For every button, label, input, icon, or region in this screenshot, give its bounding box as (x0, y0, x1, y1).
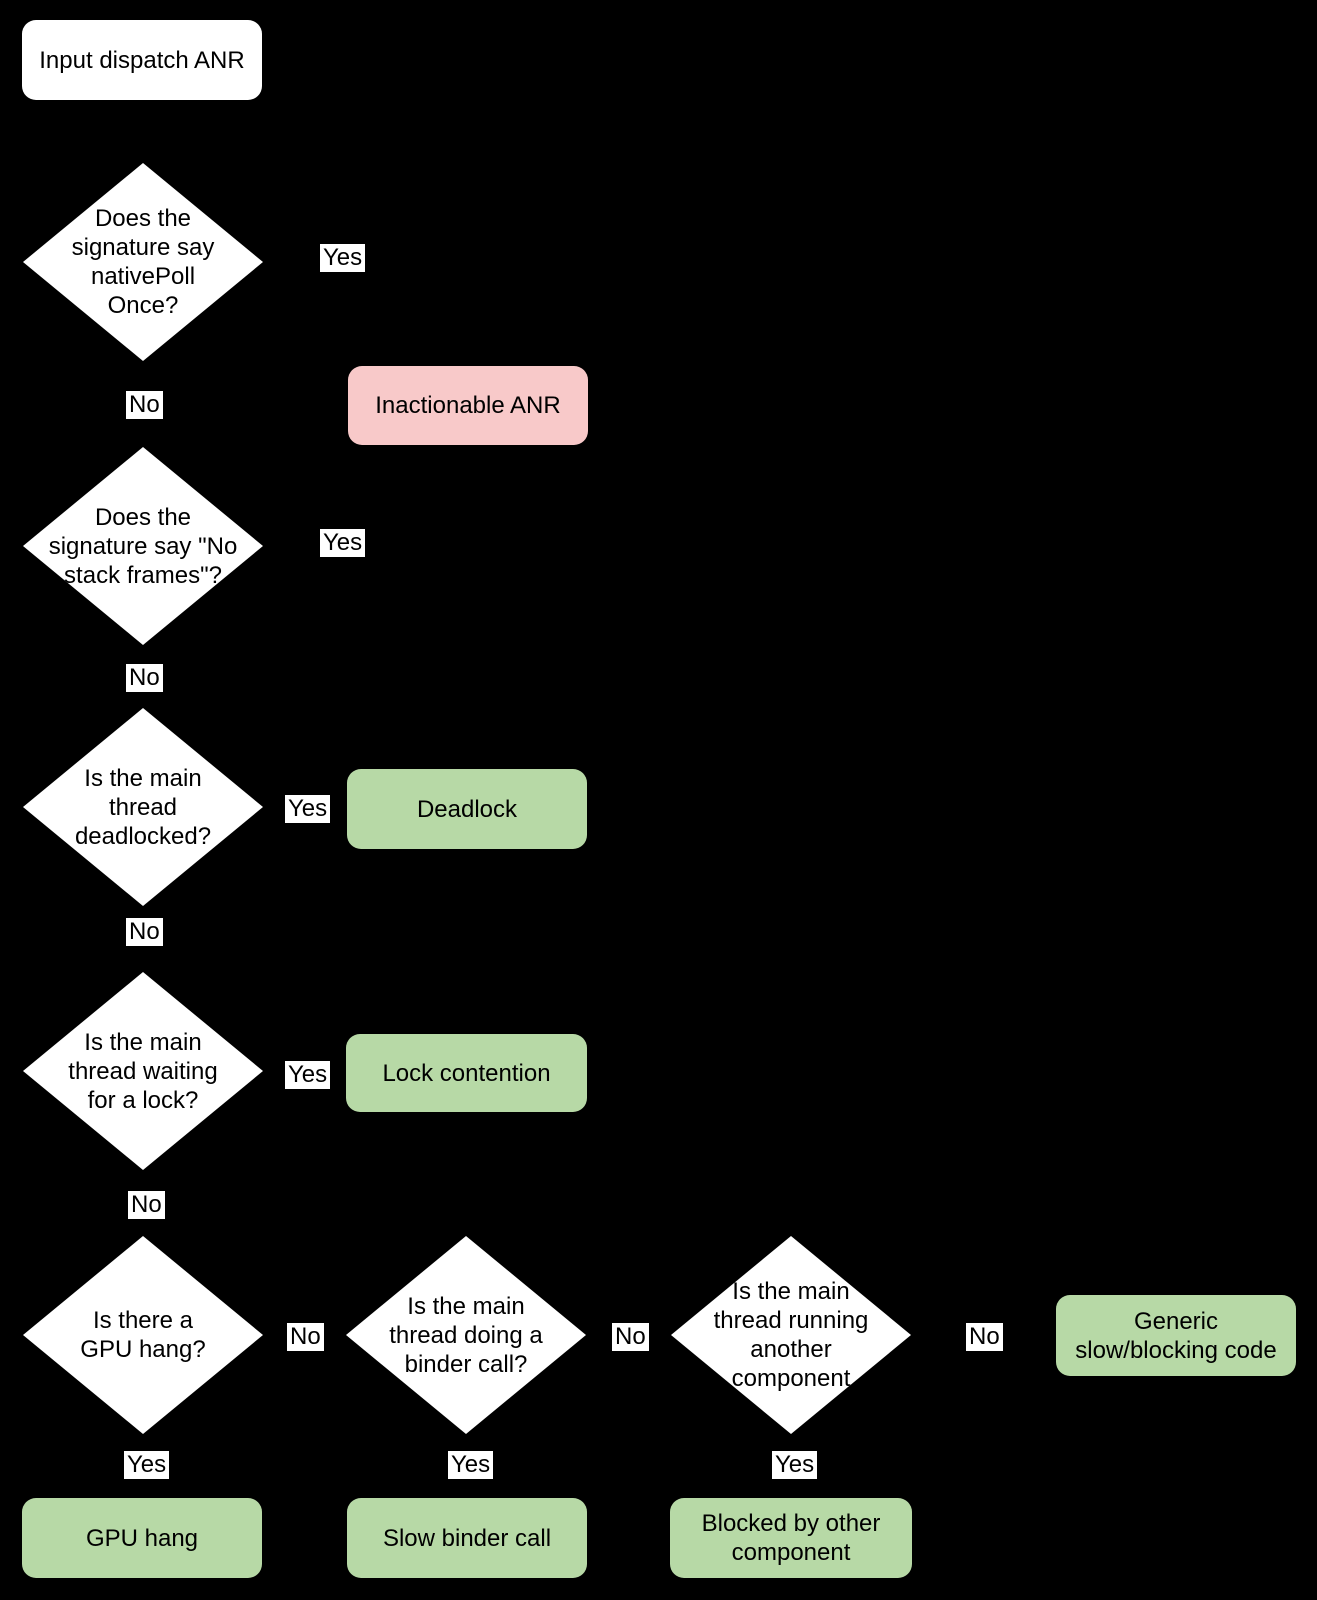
edge-label-yes-another-component: Yes (772, 1451, 818, 1479)
decision-signature-no-stack-frames: Does the signature say "No stack frames"… (23, 447, 263, 645)
decision-signature-nativepollonce: Does the signature say nativePoll Once? (23, 163, 263, 361)
edge-label-yes-deadlocked: Yes (285, 795, 331, 823)
edge-label-yes-no-stack-frames: Yes (320, 529, 366, 557)
edge-label-no-nativepollonce: No (126, 391, 163, 419)
outcome-slow-binder-call: Slow binder call (347, 1498, 587, 1578)
edge-label-yes-nativepollonce: Yes (320, 244, 366, 272)
outcome-inactionable-anr: Inactionable ANR (348, 366, 588, 445)
edge-label-no-gpu-hang: No (287, 1323, 324, 1351)
outcome-blocked-by-other-component: Blocked by other component (670, 1498, 912, 1578)
outcome-generic-slow-blocking-code: Generic slow/blocking code (1056, 1295, 1296, 1376)
edge-label-yes-gpu-hang: Yes (124, 1451, 170, 1479)
decision-main-thread-deadlocked: Is the main thread deadlocked? (23, 708, 263, 906)
edge-label-yes-waiting-lock: Yes (285, 1061, 331, 1089)
edge-label-no-another-component: No (966, 1323, 1003, 1351)
outcome-deadlock: Deadlock (347, 769, 587, 849)
decision-main-thread-waiting-lock: Is the main thread waiting for a lock? (23, 972, 263, 1170)
decision-binder-call: Is the main thread doing a binder call? (346, 1236, 586, 1434)
outcome-lock-contention: Lock contention (346, 1034, 587, 1112)
start-node-input-dispatch-anr: Input dispatch ANR (22, 20, 262, 100)
edge-label-no-binder-call: No (612, 1323, 649, 1351)
decision-running-another-component: Is the main thread running another compo… (671, 1236, 911, 1434)
edge-label-no-waiting-lock: No (128, 1191, 165, 1219)
decision-gpu-hang: Is there a GPU hang? (23, 1236, 263, 1434)
edge-label-yes-binder-call: Yes (448, 1451, 494, 1479)
edge-label-no-deadlocked: No (126, 918, 163, 946)
edge-label-no-no-stack-frames: No (126, 664, 163, 692)
outcome-gpu-hang: GPU hang (22, 1498, 262, 1578)
